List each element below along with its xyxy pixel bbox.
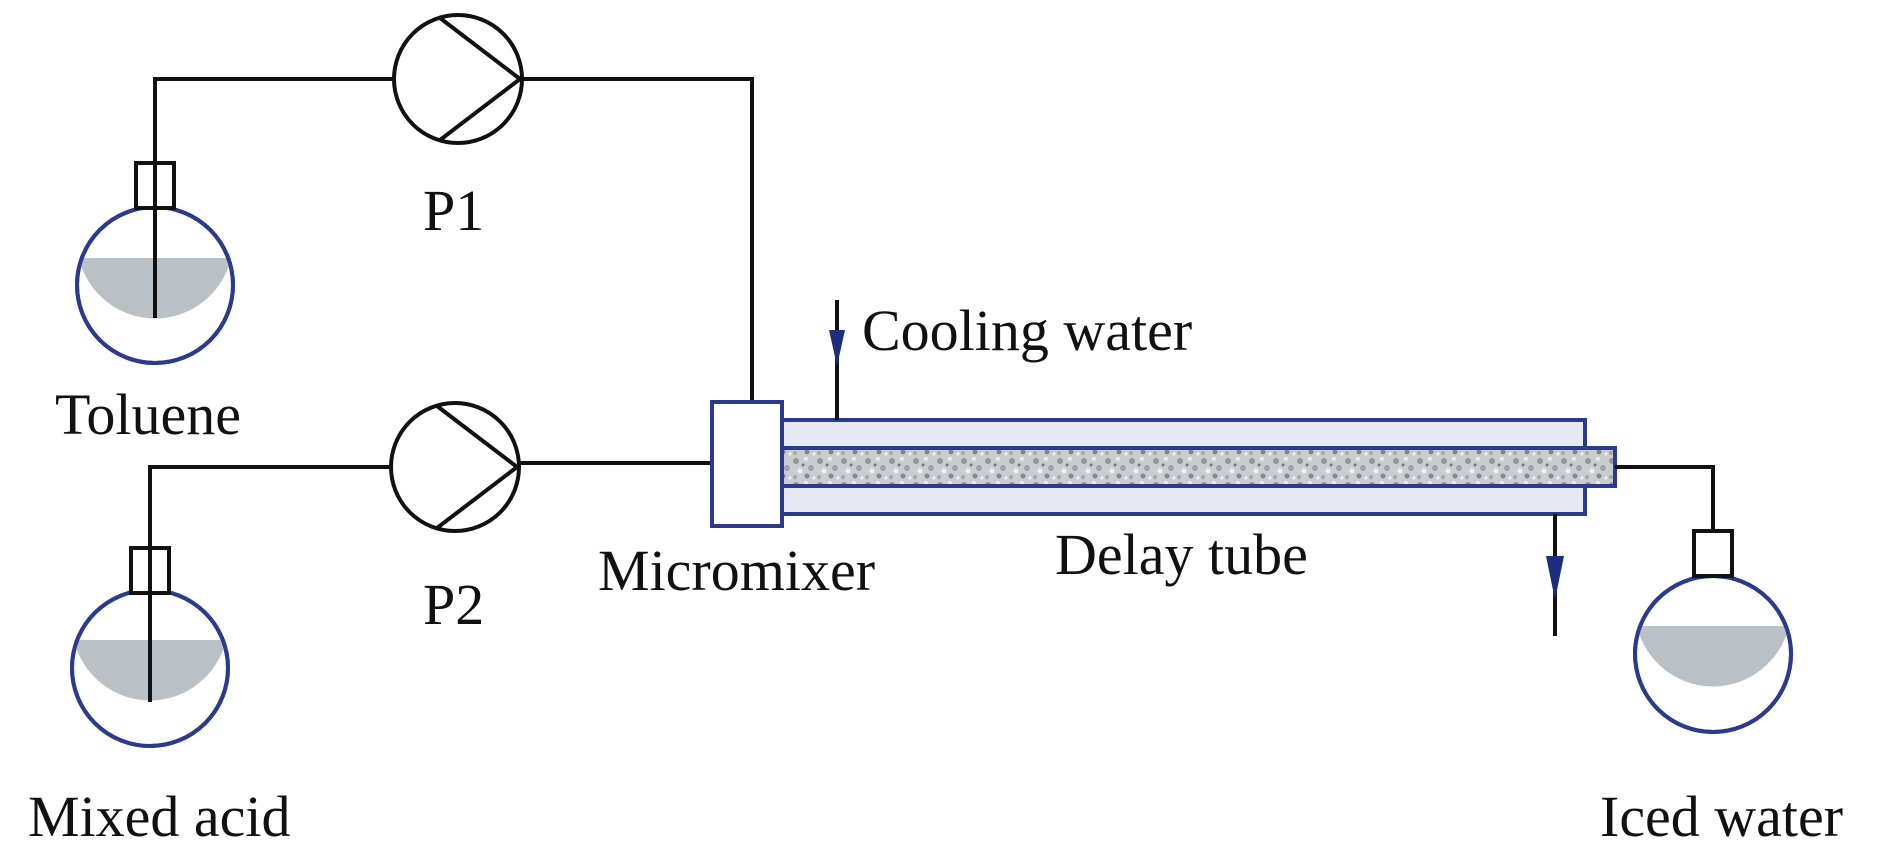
- label-iced-water: Iced water: [1600, 784, 1843, 846]
- label-delay-tube: Delay tube: [1055, 522, 1308, 587]
- label-p1: P1: [423, 178, 484, 243]
- mixed-acid-suction-line: [148, 465, 392, 702]
- cooling-water-outlet-arrow: [1546, 514, 1564, 636]
- label-mixed-acid: Mixed acid: [28, 784, 291, 846]
- label-micromixer: Micromixer: [598, 538, 875, 603]
- toluene-suction-line: [153, 77, 395, 318]
- label-cooling-water: Cooling water: [862, 298, 1192, 363]
- pump-p1: [392, 13, 524, 145]
- pump-p2: [389, 401, 521, 533]
- cooling-water-inlet-arrow: [829, 300, 845, 420]
- label-p2: P2: [423, 572, 484, 637]
- micromixer-box: [710, 400, 784, 528]
- delay-tube: [778, 418, 1617, 516]
- iced-water-flask: [1633, 529, 1793, 734]
- label-toluene: Toluene: [55, 382, 241, 447]
- p1-discharge-line: [522, 77, 754, 402]
